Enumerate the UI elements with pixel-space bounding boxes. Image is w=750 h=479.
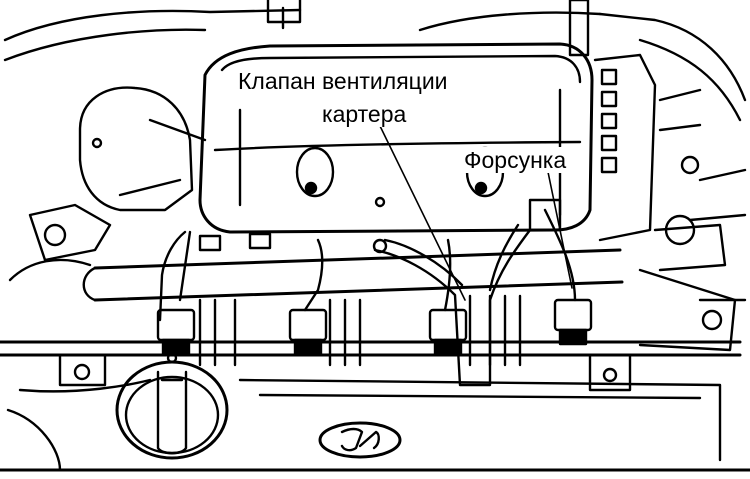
- top-bracket: [266, 0, 590, 57]
- label-injector: Форсунка: [462, 147, 569, 173]
- fuel-rail: [82, 232, 624, 302]
- timing-cover: [8, 86, 207, 282]
- label-crankcase-vent-line2: картера: [320, 101, 409, 127]
- hyundai-logo-icon: [318, 421, 402, 459]
- engine-lower: [6, 378, 722, 472]
- leader-lines: [379, 125, 573, 301]
- label-crankcase-vent-line1: Клапан вентиляции: [236, 68, 450, 94]
- oil-filler-cap: [115, 352, 229, 460]
- right-assembly: [593, 53, 737, 352]
- hood-outline: [0, 8, 750, 472]
- injector-connectors: [156, 198, 593, 356]
- pcv-hose: [372, 223, 532, 387]
- fuel-line: [0, 340, 742, 392]
